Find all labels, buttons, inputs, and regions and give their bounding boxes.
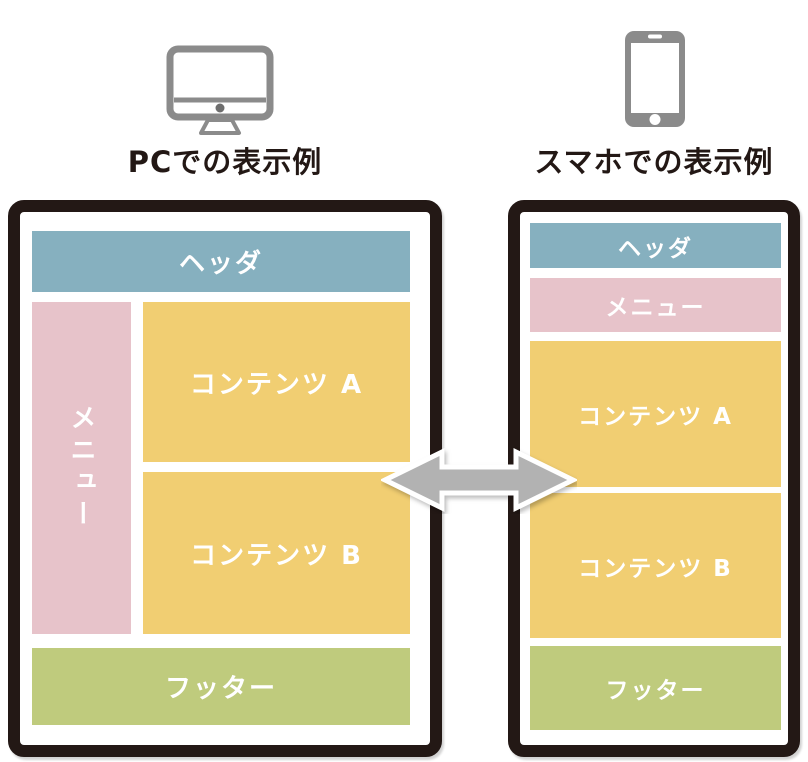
sp-view-title: スマホでの表示例 (534, 145, 774, 179)
pc-content-b-block: コンテンツ B (143, 472, 410, 634)
pc-header-block: ヘッダ (32, 231, 410, 292)
pc-menu-block: メニュー (32, 302, 131, 634)
pc-content-a-block: コンテンツ A (143, 302, 410, 462)
sp-content-b-block: コンテンツ B (530, 493, 781, 638)
double-headed-arrow-icon (381, 447, 577, 513)
pc-layout-frame: ヘッダ メニュー コンテンツ A コンテンツ B フッター (8, 200, 442, 757)
pc-footer-block: フッター (32, 648, 410, 725)
desktop-monitor-icon (166, 45, 274, 135)
sp-footer-block: フッター (530, 646, 781, 730)
pc-middle-row: メニュー コンテンツ A コンテンツ B (32, 302, 410, 634)
pc-contents-column: コンテンツ A コンテンツ B (143, 302, 410, 634)
sp-header-block: ヘッダ (530, 223, 781, 268)
smartphone-icon (625, 31, 685, 127)
sp-content-a-block: コンテンツ A (530, 341, 781, 487)
sp-menu-block: メニュー (530, 278, 781, 332)
pc-view-title: PCでの表示例 (127, 145, 323, 179)
pc-menu-label: メニュー (66, 404, 96, 532)
